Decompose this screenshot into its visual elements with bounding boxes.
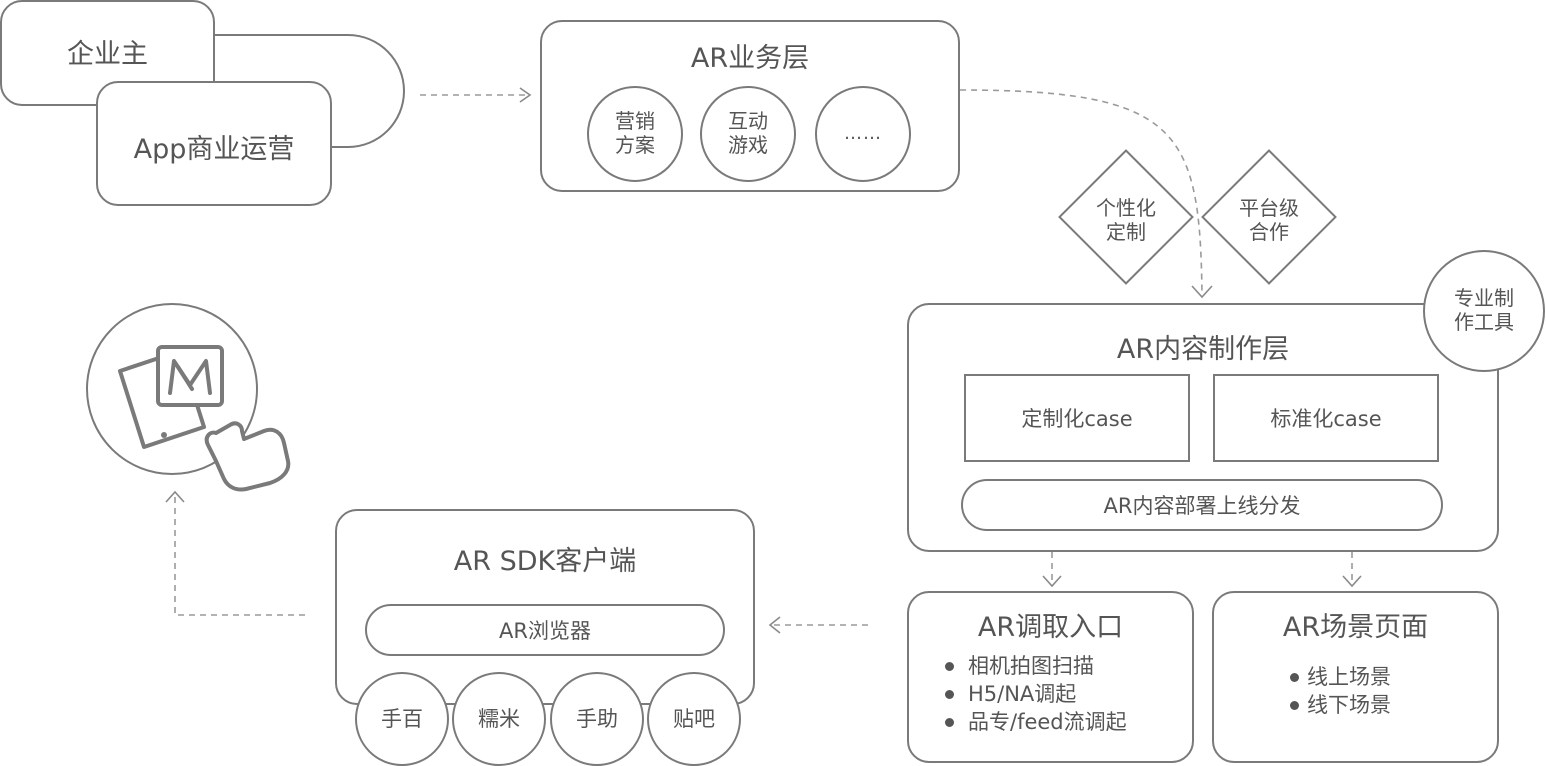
business-item-more-text: ……: [844, 123, 882, 145]
business-item-marketing: 营销 方案: [587, 86, 683, 182]
diamond-platform-line2: 合作: [1249, 220, 1289, 244]
enterprise-owner-label: 企业主: [67, 39, 148, 70]
sdk-client-title: AR SDK客户端: [453, 546, 637, 577]
ar-browser-pill: AR浏览器: [365, 604, 725, 656]
standard-case-box: 标准化case: [1213, 374, 1439, 462]
scene-bullet-text: 线上场景: [1307, 665, 1391, 689]
standard-case-label: 标准化case: [1270, 407, 1382, 431]
app-circle-tieba: 贴吧: [647, 672, 741, 766]
content-layer-title: AR内容制作层: [1116, 334, 1290, 365]
diamond-platform-text: 平台级 合作: [1219, 196, 1319, 244]
scene-title: AR场景页面: [1282, 612, 1429, 643]
arrow-business-to-content: [959, 89, 1203, 296]
diamond-platform-line1: 平台级: [1239, 196, 1299, 220]
entry-bullet-text: H5/NA调起: [968, 682, 1077, 706]
scene-box: AR场景页面: [1212, 591, 1499, 763]
app-ops-box: App商业运营: [96, 81, 332, 206]
app-circle-shouzhu: 手助: [550, 672, 644, 766]
business-item-games: 互动 游戏: [700, 86, 796, 182]
app-circle-label: 手助: [576, 706, 618, 731]
custom-case-label: 定制化case: [1021, 407, 1133, 431]
app-circle-label: 手百: [381, 706, 423, 731]
pro-tools-circle: 专业制 作工具: [1423, 250, 1545, 372]
scene-bullet-text: 线下场景: [1307, 693, 1391, 717]
deploy-pill: AR内容部署上线分发: [961, 479, 1443, 531]
tablet-touch-icon: [118, 345, 291, 492]
entry-bullets: 相机拍图扫描 H5/NA调起 品专/feed流调起: [945, 652, 1127, 736]
deploy-label: AR内容部署上线分发: [1103, 494, 1301, 518]
arrow-sdk-to-user: [174, 495, 305, 616]
entry-title: AR调取入口: [977, 612, 1124, 643]
entry-bullet-text: 品专/feed流调起: [968, 710, 1127, 734]
pro-tools-line2: 作工具: [1454, 310, 1514, 334]
diamond-personalized-text: 个性化 定制: [1076, 196, 1176, 244]
business-item-marketing-line1: 营销: [615, 109, 655, 134]
business-item-more: ……: [815, 86, 911, 182]
business-item-games-line1: 互动: [728, 109, 768, 134]
app-circle-nuomi: 糯米: [452, 672, 546, 766]
scene-bullets: 线上场景 线下场景: [1290, 663, 1391, 719]
scene-bullet: 线下场景: [1290, 691, 1391, 719]
entry-box: AR调取入口: [907, 591, 1194, 763]
entry-bullet: H5/NA调起: [945, 680, 1127, 708]
custom-case-box: 定制化case: [964, 374, 1190, 462]
app-circle-shoubai: 手百: [355, 672, 449, 766]
diamond-personalized-line1: 个性化: [1096, 196, 1156, 220]
scene-bullet: 线上场景: [1290, 663, 1391, 691]
diamond-personalized-line2: 定制: [1106, 220, 1146, 244]
app-circle-label: 贴吧: [673, 706, 715, 731]
business-item-games-line2: 游戏: [728, 133, 768, 157]
business-item-marketing-line2: 方案: [615, 133, 655, 157]
entry-bullet-text: 相机拍图扫描: [968, 654, 1094, 678]
entry-bullet: 相机拍图扫描: [945, 652, 1127, 680]
entry-bullet: 品专/feed流调起: [945, 708, 1127, 736]
business-layer-title: AR业务层: [690, 43, 810, 74]
ar-browser-label: AR浏览器: [499, 619, 591, 643]
pro-tools-line1: 专业制: [1454, 286, 1514, 311]
app-circle-label: 糯米: [478, 706, 520, 731]
app-ops-label: App商业运营: [133, 134, 295, 165]
